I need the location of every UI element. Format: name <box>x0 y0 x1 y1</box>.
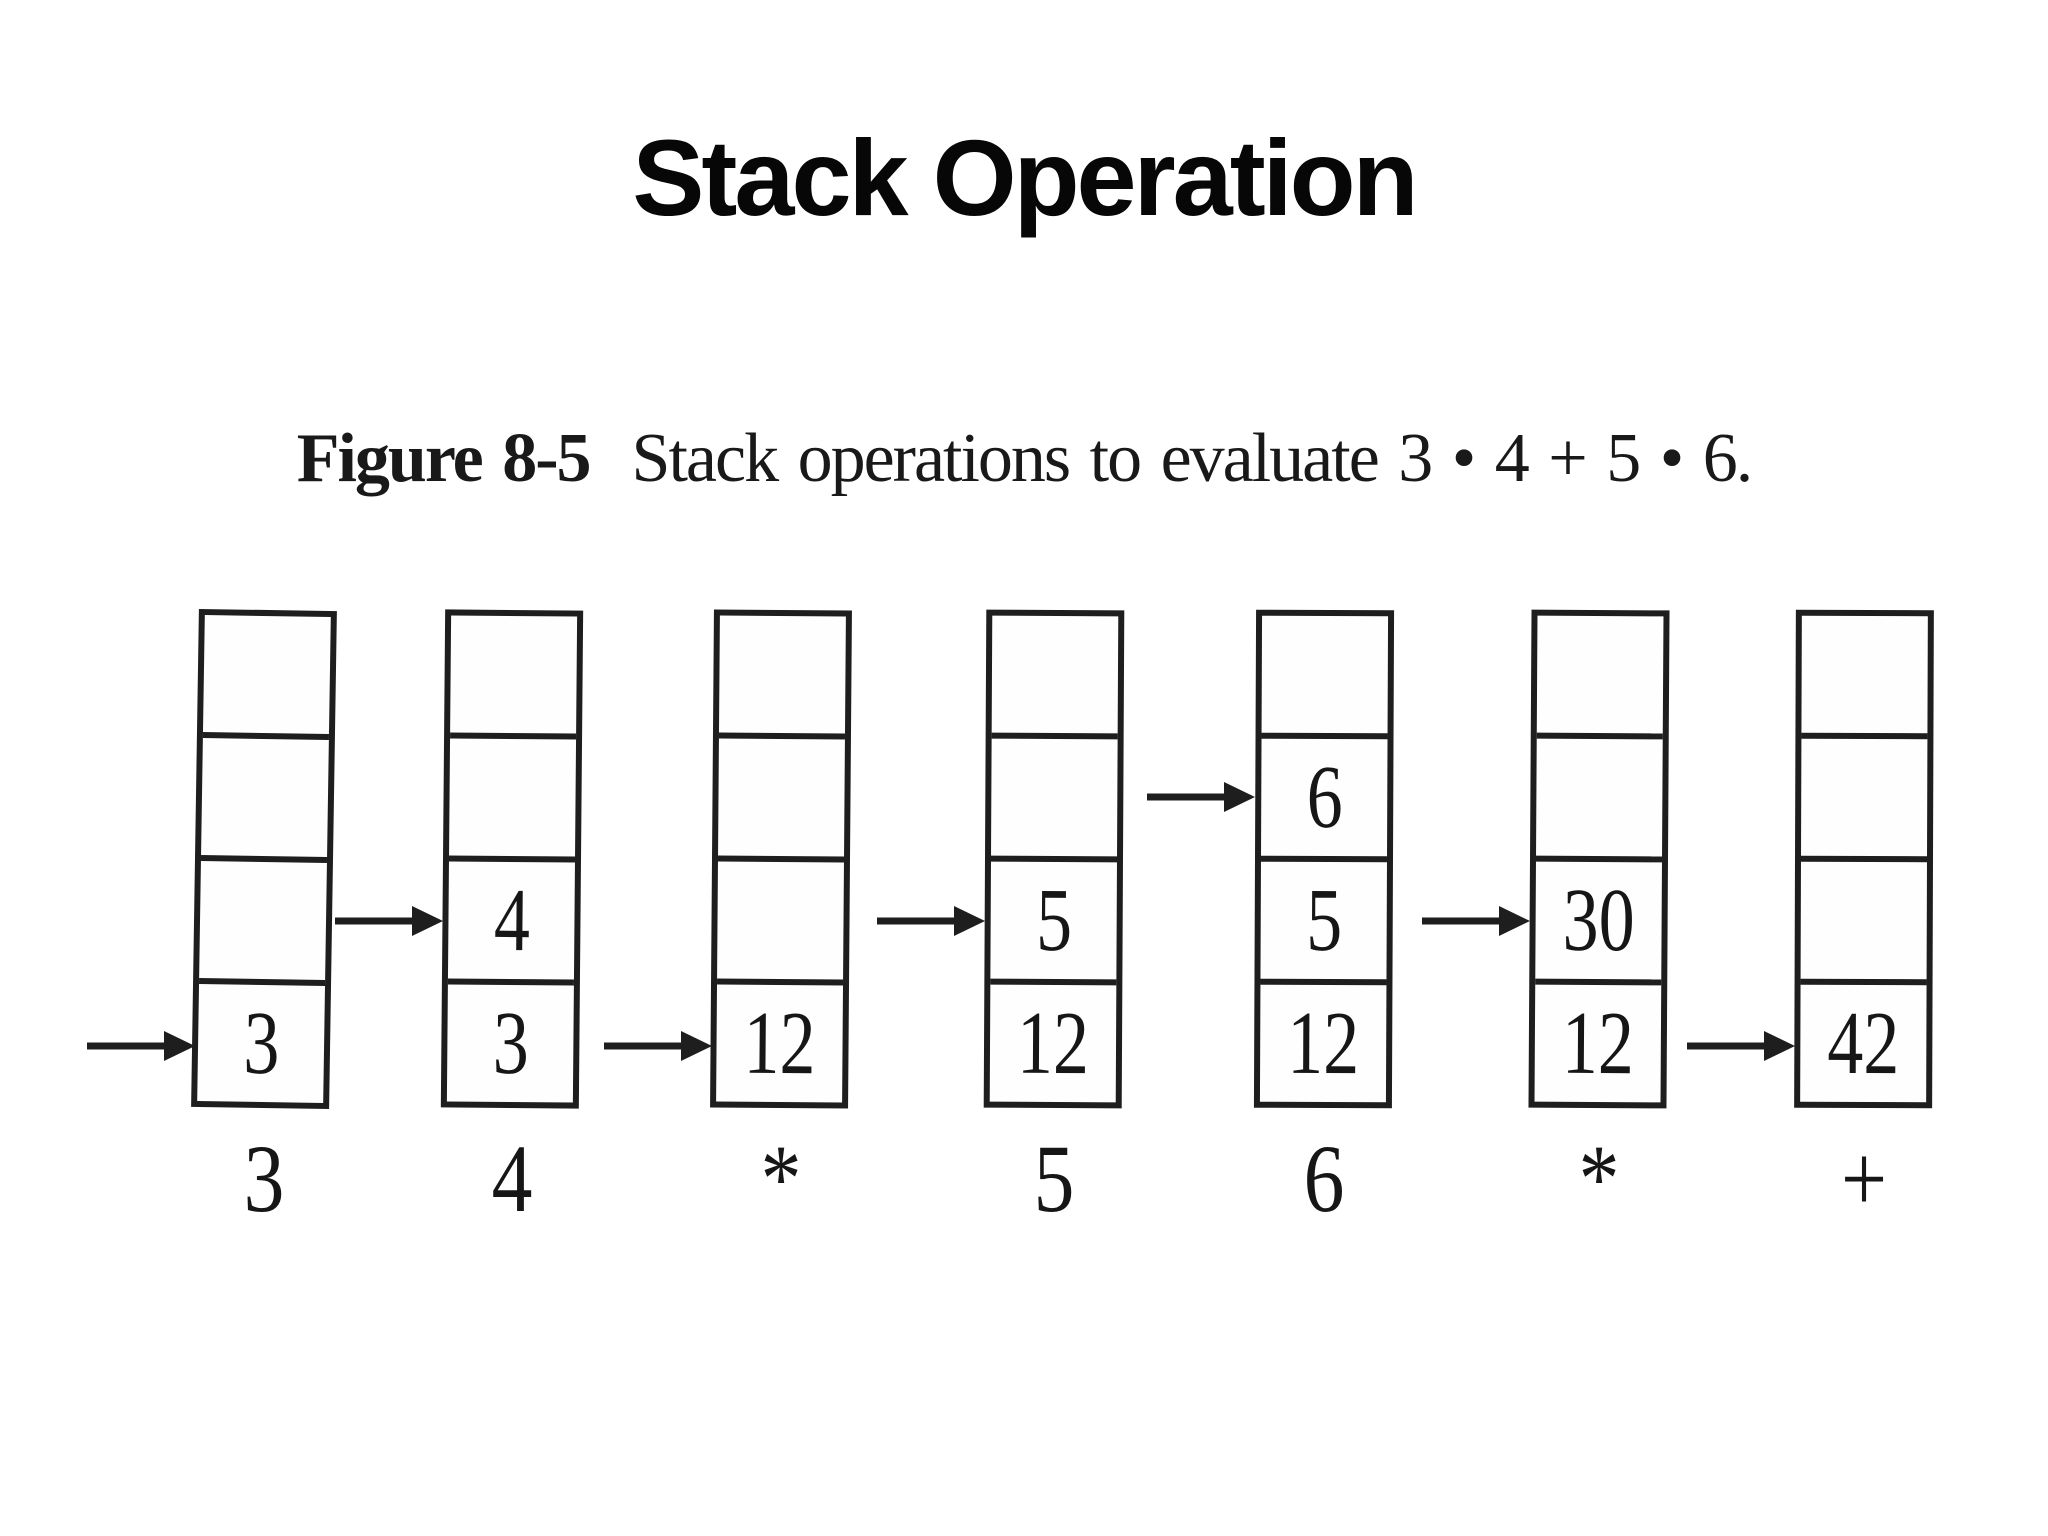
pointer-arrow-icon <box>1685 1024 1797 1068</box>
pointer-arrow-icon <box>1420 899 1532 943</box>
pointer-arrow-icon <box>875 899 987 943</box>
stack-cell <box>1537 616 1664 734</box>
stack-label: 3 <box>243 1125 285 1232</box>
stack-cell: 12 <box>1259 978 1387 1103</box>
stack-cell-value: 42 <box>1827 993 1900 1093</box>
stack-cell-value: 12 <box>1016 993 1090 1093</box>
figure-caption-label: Figure 8-5 <box>296 420 592 497</box>
stack-cell: 4 <box>447 855 576 980</box>
stack-cell-value: 3 <box>491 993 529 1093</box>
stack-cell-value: 12 <box>743 993 816 1093</box>
stack-cell: 5 <box>990 855 1118 980</box>
stack-cell: 12 <box>989 978 1117 1103</box>
stack-cell-value: 6 <box>1306 747 1343 847</box>
stack-cell <box>1536 732 1663 857</box>
stack-cell-value: 5 <box>1305 870 1342 970</box>
stack-cell: 6 <box>1261 732 1388 857</box>
stack: 12 <box>710 609 852 1109</box>
stack-cell <box>1800 855 1928 980</box>
stack-cell: 12 <box>716 978 844 1103</box>
stack-cell <box>1262 616 1389 734</box>
stack-cell: 12 <box>1534 978 1662 1103</box>
stack-cell-value: 30 <box>1562 870 1635 970</box>
stack-label: 6 <box>1303 1125 1345 1232</box>
stack-cell-value: 4 <box>493 870 530 970</box>
stack-label: 5 <box>1033 1125 1075 1232</box>
stack-cell-value: 12 <box>1286 993 1360 1093</box>
stack: 6 5 12 <box>1253 609 1395 1109</box>
stack-cell: 5 <box>1260 855 1388 980</box>
pointer-arrow-icon <box>1145 775 1257 819</box>
stack-cell <box>1801 732 1928 857</box>
stack-cell <box>992 616 1119 734</box>
stack-cell-value: 12 <box>1561 993 1635 1093</box>
stack-cell <box>1801 616 1927 733</box>
stack-cell <box>199 855 328 980</box>
stack-label: * <box>760 1125 802 1232</box>
stack-cell: 30 <box>1535 855 1663 980</box>
stack: 42 <box>1794 609 1934 1109</box>
stack: 3 <box>191 608 337 1110</box>
stack-cell <box>450 615 577 733</box>
stack-cell <box>718 732 845 857</box>
stack-label: + <box>1840 1125 1888 1232</box>
stack-cell: 3 <box>446 978 574 1103</box>
stack-cell <box>717 855 845 980</box>
stack-cell: 3 <box>197 977 326 1103</box>
pointer-arrow-icon <box>333 899 445 943</box>
stack-cell: 42 <box>1800 978 1927 1103</box>
stack-cell <box>991 732 1118 857</box>
stack-label: * <box>1578 1125 1620 1232</box>
stack-cell <box>203 615 331 734</box>
stack-cell <box>719 616 846 734</box>
stack-cell <box>201 732 329 857</box>
pointer-arrow-icon <box>602 1024 714 1068</box>
stack-cell-value: 5 <box>1035 870 1072 970</box>
stack-label: 4 <box>491 1125 533 1232</box>
stack-cell <box>449 732 577 857</box>
page-title: Stack Operation <box>632 117 1418 238</box>
figure-caption-text: Stack operations to evaluate 3 • 4 + 5 •… <box>631 420 1754 497</box>
pointer-arrow-icon <box>85 1024 197 1068</box>
stack-cell-value: 3 <box>242 993 280 1093</box>
